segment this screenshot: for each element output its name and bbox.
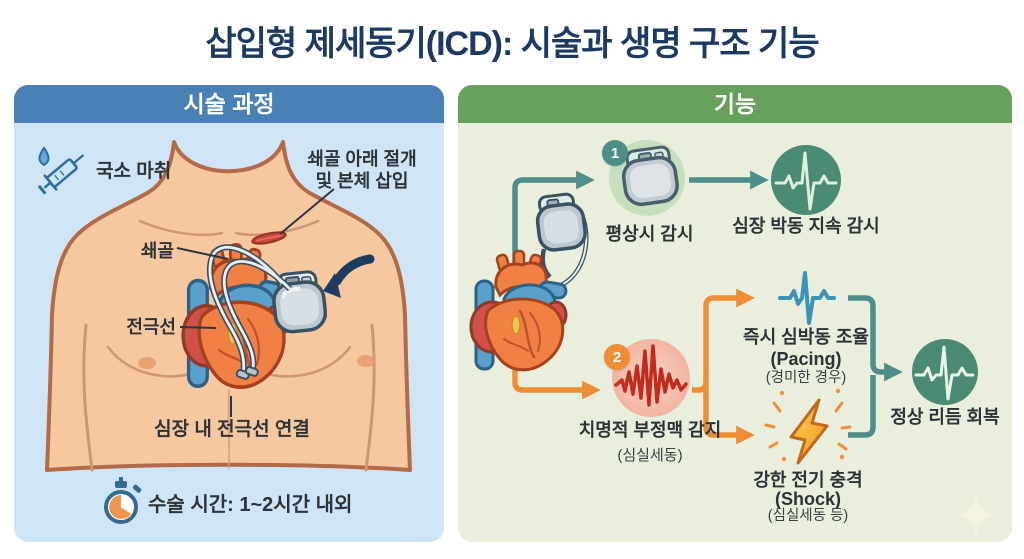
nipple-left xyxy=(138,357,156,369)
leader-line-clavicle xyxy=(176,247,229,260)
function-panel-header: 기능 xyxy=(458,85,1012,123)
leader-line-electrode xyxy=(179,326,217,329)
monitor-result-label: 심장 박동 지속 감시 xyxy=(732,216,880,236)
step1-badge: 1 xyxy=(602,140,628,166)
incision-label-line2: 및 본체 삽입 xyxy=(315,171,409,191)
flow-merge-from-shock xyxy=(848,375,876,438)
incision-label-line1: 쇄골 아래 절개 xyxy=(307,149,417,169)
step2-sublabel: (심실세동) xyxy=(617,447,683,464)
icd-device-illustration xyxy=(272,270,328,334)
shock-label-line1: 강한 전기 충격 xyxy=(753,470,863,490)
lead-wires xyxy=(206,244,293,380)
pacing-label-line2: (Pacing) xyxy=(770,349,842,369)
flow-branch-pacing xyxy=(692,288,755,393)
pacing-label-line3: (경미한 경우) xyxy=(765,370,847,386)
procedure-panel-header: 시술 과정 xyxy=(14,85,444,123)
procedure-illustration xyxy=(37,140,412,524)
stopwatch-icon xyxy=(104,477,142,524)
step1-label: 평상시 감시 xyxy=(605,224,694,244)
step2-label: 치명적 부정맥 감지 xyxy=(578,420,722,440)
lightning-icon xyxy=(764,388,852,465)
procedure-panel: 시술 과정 xyxy=(14,85,444,542)
pacing-ecg-icon xyxy=(778,271,836,325)
arrhythmia-ecg-icon xyxy=(612,339,690,417)
ecg-monitor-icon xyxy=(771,145,841,215)
shock-label-line2: (Shock) xyxy=(774,489,841,509)
incision-mark xyxy=(251,231,287,245)
shock-label-line3: (심실세동 등) xyxy=(767,508,849,524)
implant-arrow-icon xyxy=(323,254,375,298)
device-icon xyxy=(621,145,679,207)
sparkle-icon xyxy=(959,493,993,537)
flow-line-detection xyxy=(512,313,601,400)
flow-merge-from-pacing xyxy=(848,295,903,382)
function-panel: 기능 xyxy=(458,85,1012,542)
syringe-icon xyxy=(37,146,85,195)
heart-connection-label: 심장 내 전극선 연결 xyxy=(154,419,310,440)
anesthesia-label: 국소 마취 xyxy=(96,161,172,182)
surgery-time-label: 수술 시간: 1~2시간 내외 xyxy=(148,494,353,516)
step2-badge: 2 xyxy=(604,344,630,370)
clavicle-label: 쇄골 xyxy=(140,241,174,261)
recovery-label: 정상 리듬 회복 xyxy=(890,407,1000,427)
nipple-right xyxy=(357,355,375,367)
recovery-ecg-icon xyxy=(912,339,978,405)
electrode-label: 전극선 xyxy=(126,317,176,337)
leader-line-incision xyxy=(279,188,335,235)
heart-illustration xyxy=(469,249,568,372)
icd-device-illustration xyxy=(535,192,587,252)
function-flowchart xyxy=(469,140,993,537)
flow-line-monitoring xyxy=(512,170,595,320)
flow-branch-shock xyxy=(703,385,755,445)
pacing-label-line1: 즉시 심박동 조율 xyxy=(743,327,869,347)
page-title: 삽입형 제세동기(ICD): 시술과 생명 구조 기능 xyxy=(205,25,819,63)
